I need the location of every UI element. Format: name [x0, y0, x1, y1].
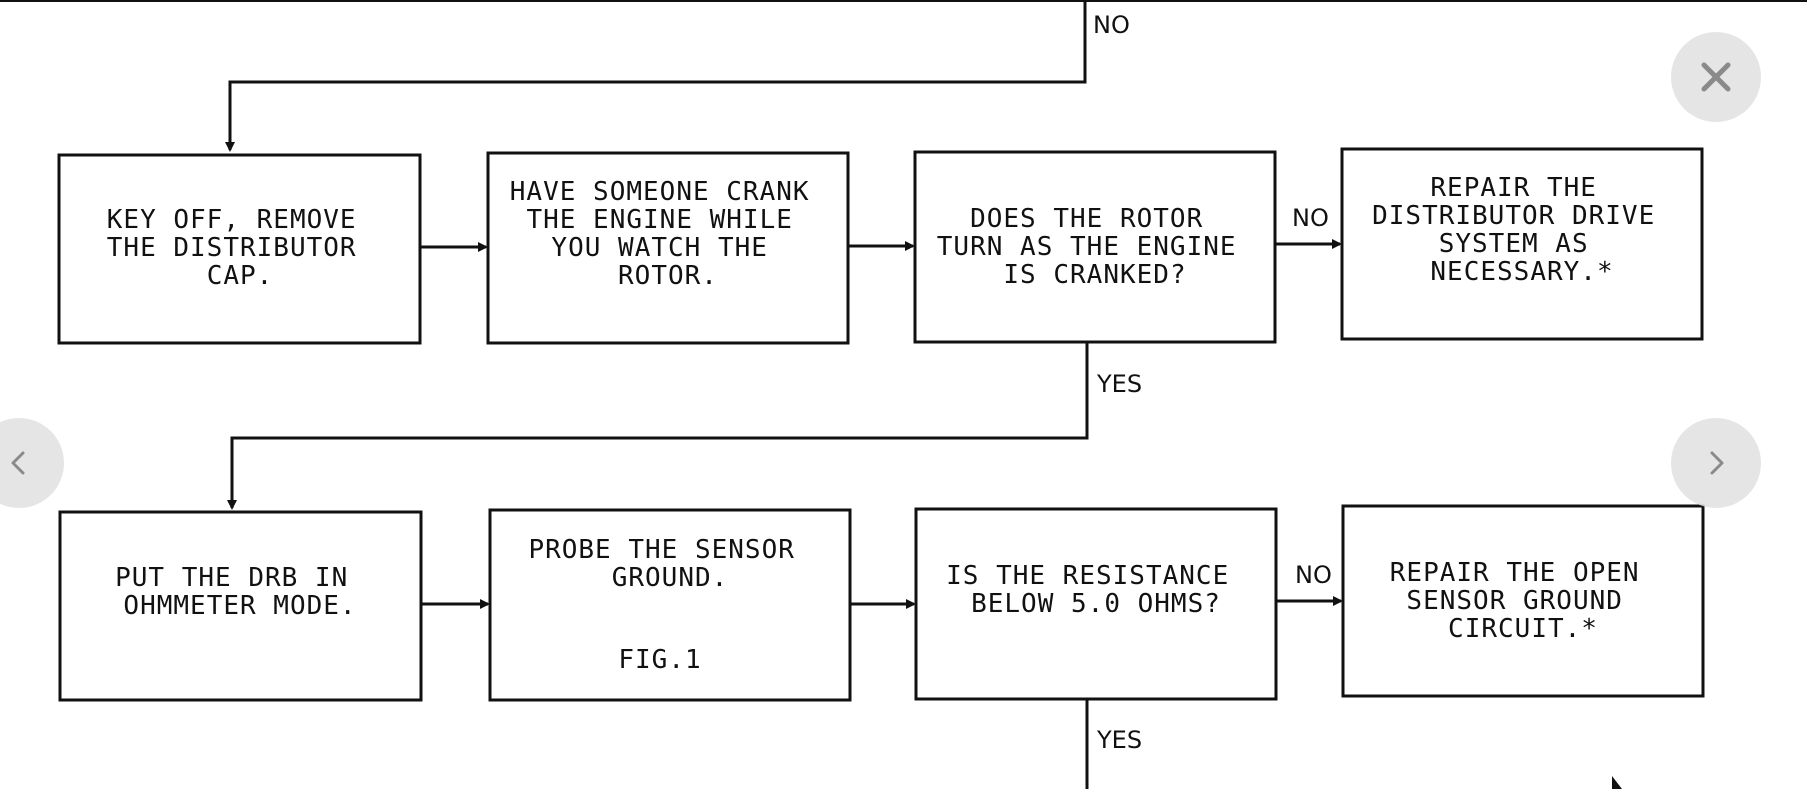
box-row2-no-result [1341, 504, 1705, 698]
close-icon [1701, 62, 1731, 92]
text-row1-question: DOES THE ROTOR TURN AS THE ENGINE IS CRA… [937, 204, 1253, 290]
next-image-button[interactable] [1671, 418, 1761, 508]
label-top-no: NO [1093, 11, 1130, 39]
text-row2-no-result: REPAIR THE OPEN SENSOR GROUND CIRCUIT.* [1390, 558, 1656, 644]
box-row1-no-result [1340, 147, 1704, 341]
chevron-right-icon [1710, 451, 1724, 475]
label-row1-yes: YES [1096, 370, 1142, 398]
text-row1-step2: HAVE SOMEONE CRANK THE ENGINE WHILE YOU … [510, 177, 826, 291]
box-row1-question [913, 150, 1277, 344]
text-row2-fig: FIG.1 [618, 645, 701, 675]
box-row2-step2 [488, 508, 852, 702]
box-row2-step1 [58, 510, 423, 702]
text-row1-step1: KEY OFF, REMOVE THE DISTRIBUTOR CAP. [107, 205, 373, 291]
box-row1-step2 [486, 151, 850, 345]
label-row2-yes: YES [1096, 726, 1142, 754]
close-button[interactable] [1671, 32, 1761, 122]
text-row2-step2: PROBE THE SENSOR GROUND. [528, 535, 811, 593]
box-row2-question [914, 507, 1278, 701]
label-row1-no: NO [1292, 204, 1329, 232]
connector-top-no [225, 0, 1087, 152]
chevron-left-icon [11, 451, 25, 475]
label-row2-no: NO [1295, 561, 1332, 589]
text-row2-step1: PUT THE DRB IN OHMMETER MODE. [115, 563, 365, 621]
box-row1-step1 [57, 153, 422, 345]
text-row2-question: IS THE RESISTANCE BELOW 5.0 OHMS? [946, 561, 1246, 619]
partial-arrow-fragment [1612, 776, 1622, 789]
connector-row1-yes [227, 342, 1089, 510]
text-row1-no-result: REPAIR THE DISTRIBUTOR DRIVE SYSTEM AS N… [1372, 173, 1672, 287]
